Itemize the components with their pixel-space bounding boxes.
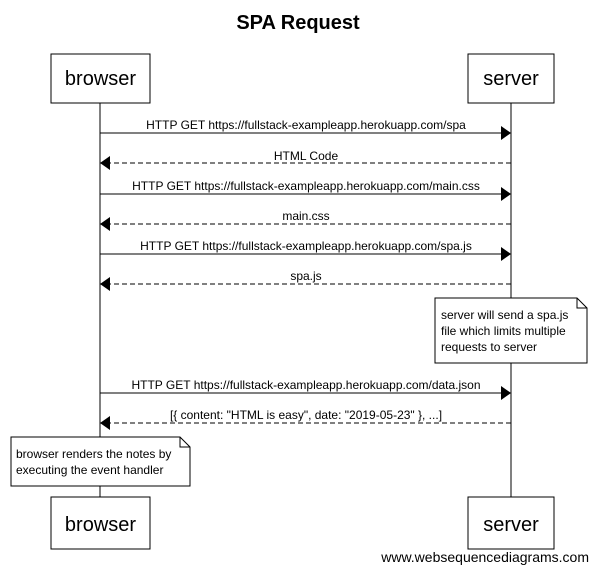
message-label: HTTP GET https://fullstack-exampleapp.he… bbox=[131, 378, 480, 392]
message-label: HTTP GET https://fullstack-exampleapp.he… bbox=[132, 179, 480, 193]
participant-server-label: server bbox=[483, 68, 539, 90]
note-server: server will send a spa.js file which lim… bbox=[434, 297, 588, 364]
participant-browser-top: browser bbox=[50, 53, 151, 104]
note-browser: browser renders the notes by executing t… bbox=[10, 436, 191, 487]
message-4: main.css bbox=[100, 209, 511, 231]
message-label: HTTP GET https://fullstack-exampleapp.he… bbox=[146, 118, 466, 132]
message-7: HTTP GET https://fullstack-exampleapp.he… bbox=[100, 378, 511, 400]
note-line: file which limits multiple bbox=[441, 324, 566, 338]
message-1: HTTP GET https://fullstack-exampleapp.he… bbox=[100, 118, 511, 140]
message-label: main.css bbox=[282, 209, 329, 223]
message-label: [{ content: "HTML is easy", date: "2019-… bbox=[170, 408, 442, 422]
note-line: browser renders the notes by bbox=[16, 447, 171, 461]
message-8: [{ content: "HTML is easy", date: "2019-… bbox=[100, 408, 511, 430]
diagram-title: SPA Request bbox=[236, 12, 360, 34]
note-line: executing the event handler bbox=[16, 463, 163, 477]
message-6: spa.js bbox=[100, 269, 511, 291]
message-3: HTTP GET https://fullstack-exampleapp.he… bbox=[100, 179, 511, 201]
participant-server-bottom: server bbox=[467, 496, 555, 550]
participant-server-label: server bbox=[483, 514, 539, 536]
watermark-link[interactable]: www.websequencediagrams.com bbox=[380, 549, 589, 565]
message-2: HTML Code bbox=[100, 149, 511, 170]
participant-browser-label: browser bbox=[65, 68, 136, 90]
participant-browser-bottom: browser bbox=[50, 496, 151, 550]
note-line: requests to server bbox=[441, 340, 537, 354]
message-5: HTTP GET https://fullstack-exampleapp.he… bbox=[100, 239, 511, 261]
note-line: server will send a spa.js bbox=[441, 308, 568, 322]
participant-browser-label: browser bbox=[65, 514, 136, 536]
message-label: HTML Code bbox=[274, 149, 339, 163]
participant-server-top: server bbox=[467, 53, 555, 104]
message-label: HTTP GET https://fullstack-exampleapp.he… bbox=[140, 239, 472, 253]
message-label: spa.js bbox=[290, 269, 321, 283]
